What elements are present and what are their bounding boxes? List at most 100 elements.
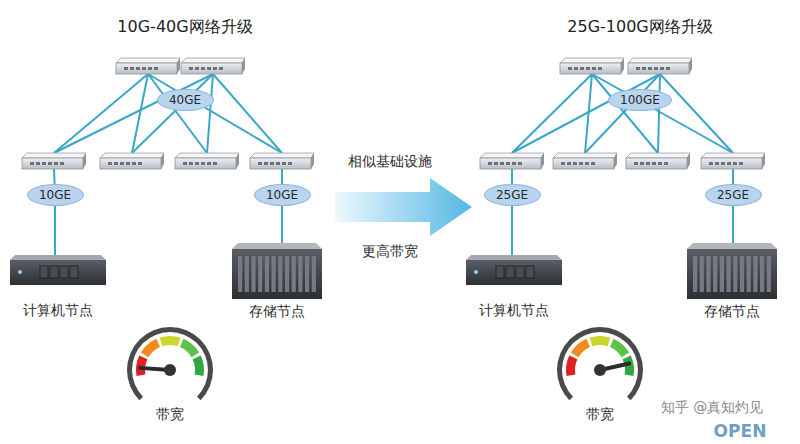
- switch-front: [628, 63, 689, 74]
- switch-port: [219, 67, 223, 70]
- gauge-segment: [193, 355, 204, 376]
- drive-slot: [700, 256, 704, 292]
- status-light: [18, 270, 22, 274]
- uplink-line: [592, 74, 733, 153]
- switch-front: [480, 158, 541, 169]
- switch-front: [626, 158, 687, 169]
- switch-port: [136, 67, 140, 70]
- switch-port: [506, 162, 510, 165]
- switch-port: [586, 67, 590, 70]
- switch-port: [488, 162, 492, 165]
- switch-port: [567, 162, 571, 165]
- compute-node: 计算机节点: [464, 255, 564, 320]
- gauge-segment: [136, 355, 147, 376]
- switch-port: [195, 162, 199, 165]
- switch-front: [100, 158, 161, 169]
- uplink-line: [660, 74, 733, 153]
- gauge-segment: [571, 339, 590, 357]
- switch-port: [574, 67, 578, 70]
- network-links: [54, 74, 733, 195]
- drive-slot: [278, 256, 282, 292]
- link-speed-ellipse: 100GE: [608, 89, 672, 111]
- switch-top: [250, 153, 314, 158]
- switch-port: [636, 67, 640, 70]
- switch-port: [132, 162, 136, 165]
- storage-node: 存储节点: [230, 243, 324, 321]
- switch-front: [116, 63, 177, 74]
- speed-label: 25GE: [496, 188, 528, 202]
- switch-group: [22, 58, 765, 169]
- switch-port: [598, 67, 602, 70]
- switch-port: [189, 162, 193, 165]
- watermark: 知乎 @真知灼见: [661, 399, 763, 417]
- switch-port: [189, 67, 193, 70]
- network-connector: [54, 206, 56, 255]
- switch-port: [494, 162, 498, 165]
- switch-port: [54, 162, 58, 165]
- switch-top: [628, 58, 692, 63]
- storage-front: [232, 249, 322, 299]
- speed-label: 10GE: [266, 188, 298, 202]
- switch-top: [701, 153, 765, 158]
- switch-side: [621, 58, 624, 74]
- node-label: 计算机节点: [464, 302, 564, 320]
- drive-bay: [40, 266, 48, 278]
- switch-port: [276, 162, 280, 165]
- drive-slot: [767, 256, 771, 292]
- drive-slot: [733, 256, 737, 292]
- switch-icon: [560, 58, 624, 74]
- switch-port: [664, 162, 668, 165]
- switch-side: [541, 153, 544, 169]
- switch-icon: [701, 153, 765, 169]
- drive-slot: [251, 256, 255, 292]
- switch-icon: [480, 153, 544, 169]
- node-label: 存储节点: [685, 303, 779, 321]
- switch-icon: [116, 58, 180, 74]
- switch-port: [270, 162, 274, 165]
- switch-port: [201, 67, 205, 70]
- switch-port: [561, 162, 565, 165]
- switch-top: [116, 58, 180, 63]
- switch-port: [573, 162, 577, 165]
- network-connector: [732, 206, 734, 243]
- gauge-segment: [566, 355, 577, 376]
- switch-icon: [626, 153, 690, 169]
- switch-port: [585, 162, 589, 165]
- switch-port: [592, 67, 596, 70]
- switch-port: [130, 67, 134, 70]
- switch-port: [666, 67, 670, 70]
- switch-top: [560, 58, 624, 63]
- uplink-line: [54, 74, 213, 153]
- switch-front: [553, 158, 614, 169]
- switch-port: [120, 162, 124, 165]
- switch-port: [282, 162, 286, 165]
- uplink-line: [658, 74, 660, 153]
- switch-port: [512, 162, 516, 165]
- switch-port: [36, 162, 40, 165]
- storage-icon: [232, 243, 322, 299]
- switch-port: [183, 162, 187, 165]
- switch-port: [715, 162, 719, 165]
- drive-slot: [753, 256, 757, 292]
- switch-port: [640, 162, 644, 165]
- network-connector: [281, 206, 283, 243]
- link-speed-ellipse: 10GE: [27, 184, 84, 206]
- drive-bay: [496, 266, 504, 278]
- switch-port: [500, 162, 504, 165]
- switch-port: [207, 67, 211, 70]
- switch-front: [560, 63, 621, 74]
- switch-icon: [553, 153, 617, 169]
- uplink-line: [148, 74, 282, 153]
- switch-port: [142, 67, 146, 70]
- switch-side: [161, 153, 164, 169]
- link-speed-ellipse: 10GE: [254, 184, 311, 206]
- drive-slot: [285, 256, 289, 292]
- storage-node: 存储节点: [685, 243, 779, 321]
- switch-side: [614, 153, 617, 169]
- switch-port: [207, 162, 211, 165]
- switch-port: [124, 67, 128, 70]
- compute-node: 计算机节点: [8, 255, 108, 320]
- switch-port: [654, 67, 658, 70]
- gauge-icon: [120, 326, 220, 404]
- uplink-line: [512, 74, 592, 153]
